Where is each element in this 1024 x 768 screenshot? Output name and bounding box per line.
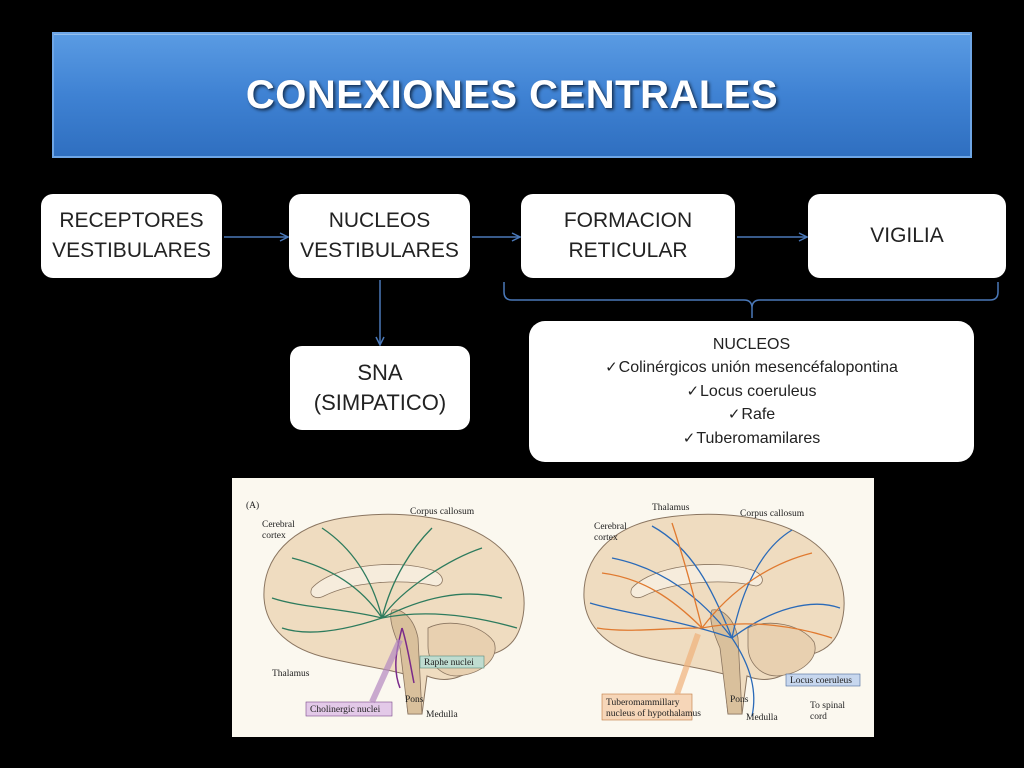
left-label-cholinergic: Cholinergic nuclei [310, 705, 381, 715]
panel-letter: (A) [246, 500, 259, 511]
left-label-raphe: Raphe nuclei [424, 658, 474, 668]
box-formacion-label: FORMACION RETICULAR [563, 209, 693, 262]
list-item: ✓ Locus coeruleus [686, 380, 816, 404]
left-label-cortex: cortex [262, 531, 286, 541]
nucleos-heading: NUCLEOS [712, 335, 791, 353]
left-label-corpus-callosum: Corpus callosum [410, 507, 475, 517]
left-label-thalamus: Thalamus [272, 669, 310, 679]
box-sna-label: SNA (SIMPATICO) [313, 360, 447, 415]
right-label-tubero-2: nucleus of hypothalamus [606, 708, 701, 719]
right-label-corpus-callosum: Corpus callosum [740, 509, 805, 519]
nucleos-list-box: NUCLEOS ✓ Colinérgicos unión mesencéfalo… [529, 321, 974, 462]
box-receptores-label: RECEPTORES VESTIBULARES [52, 209, 211, 262]
slide-title: CONEXIONES CENTRALES [245, 72, 779, 117]
right-locus-tag [785, 673, 861, 687]
right-label-locus: Locus coeruleus [790, 676, 852, 686]
list-item: ✓ Colinérgicos unión mesencéfalopontina [605, 356, 898, 380]
box-vigilia: VIGILIA [808, 194, 1006, 278]
list-item-text: Locus coeruleus [700, 382, 817, 400]
list-item-text: Colinérgicos unión mesencéfalopontina [618, 359, 898, 377]
right-label-thalamus: Thalamus [652, 503, 690, 513]
box-sna-simpatico: SNA (SIMPATICO) [290, 346, 470, 430]
box-nucleos-vestibulares: NUCLEOS VESTIBULARES [289, 194, 470, 278]
check-icon: ✓ [727, 405, 741, 424]
right-label-spinal-1: To spinal [810, 701, 845, 711]
right-tubero-tag [601, 693, 693, 721]
right-label-spinal-2: cord [810, 712, 827, 722]
right-corpus-callosum [630, 564, 763, 598]
right-brain [583, 513, 861, 721]
left-corpus-callosum [310, 564, 443, 598]
box-receptores-vestibulares: RECEPTORES VESTIBULARES [41, 194, 222, 278]
left-label-cerebral: Cerebral [262, 520, 295, 530]
list-item-text: Rafe [741, 406, 776, 424]
check-icon: ✓ [682, 428, 696, 447]
check-icon: ✓ [605, 358, 618, 377]
right-label-tubero-1: Tuberomammillary [606, 698, 680, 708]
left-cholinergic-tag [305, 701, 393, 717]
box-formacion-reticular: FORMACION RETICULAR [521, 194, 735, 278]
right-label-cortex: cortex [594, 533, 618, 543]
box-vigilia-label: VIGILIA [870, 224, 944, 247]
list-item: ✓ Rafe [728, 403, 775, 427]
check-icon: ✓ [686, 381, 700, 400]
left-brainstem [390, 609, 423, 715]
brain-illustration: (A) Corpus callosum Cerebral cortex Thal… [232, 478, 874, 737]
left-brain [263, 513, 525, 717]
right-label-medulla: Medulla [746, 713, 778, 723]
list-item-text: Tuberomamilares [696, 429, 821, 447]
bracket-formacion-vigilia [503, 282, 999, 318]
brain-figure: (A) Corpus callosum Cerebral cortex Thal… [232, 478, 874, 737]
right-label-cerebral: Cerebral [594, 522, 627, 532]
left-label-medulla: Medulla [426, 710, 458, 720]
right-cerebellum [747, 622, 816, 677]
title-banner: CONEXIONES CENTRALES [52, 32, 972, 158]
right-label-pons: Pons [730, 695, 749, 705]
box-nucleos-label: NUCLEOS VESTIBULARES [300, 209, 459, 262]
list-item: ✓ Tuberomamilares [683, 427, 820, 451]
left-label-pons: Pons [405, 695, 424, 705]
left-raphe-tag [419, 655, 485, 669]
